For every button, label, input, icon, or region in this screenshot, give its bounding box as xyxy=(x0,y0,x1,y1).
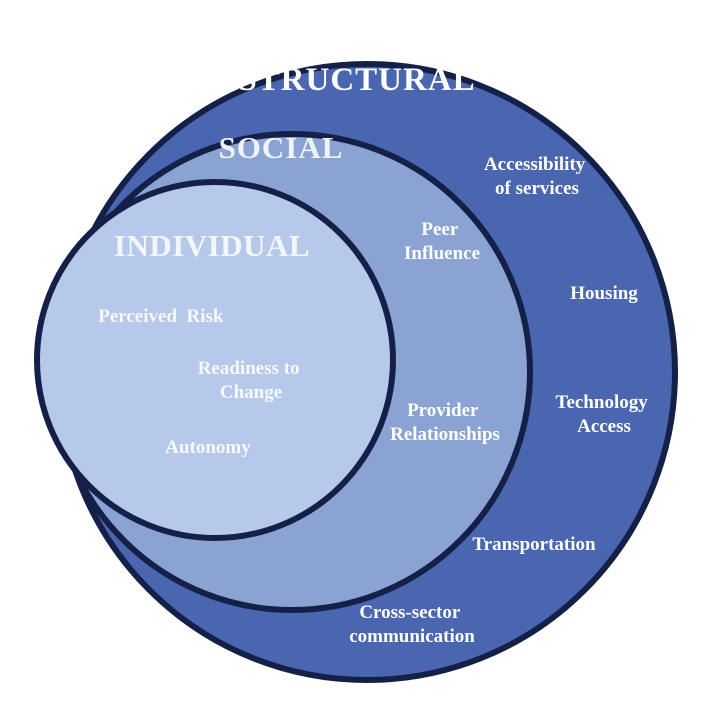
individual-item-readiness-to-change: Readiness to Change xyxy=(198,358,305,403)
social-item-peer-influence: Peer Influence xyxy=(404,219,480,264)
structural-item-technology-access: Technology Access xyxy=(556,392,653,437)
social-item-provider-relationships: Provider Relationships xyxy=(390,400,500,445)
individual-circle xyxy=(34,179,396,541)
individual-title: INDIVIDUAL xyxy=(114,228,310,263)
individual-item-autonomy: Autonomy xyxy=(165,437,251,458)
structural-title: STRUCTURAL xyxy=(238,62,475,98)
structural-item-accessibility: Accessibility of services xyxy=(484,154,590,199)
social-title: SOCIAL xyxy=(219,130,344,165)
individual-item-perceived-risk: Perceived Risk xyxy=(98,306,238,327)
structural-item-transportation: Transportation xyxy=(472,534,596,555)
structural-item-housing: Housing xyxy=(570,283,638,304)
structural-item-cross-sector: Cross-sector communication xyxy=(349,602,475,647)
